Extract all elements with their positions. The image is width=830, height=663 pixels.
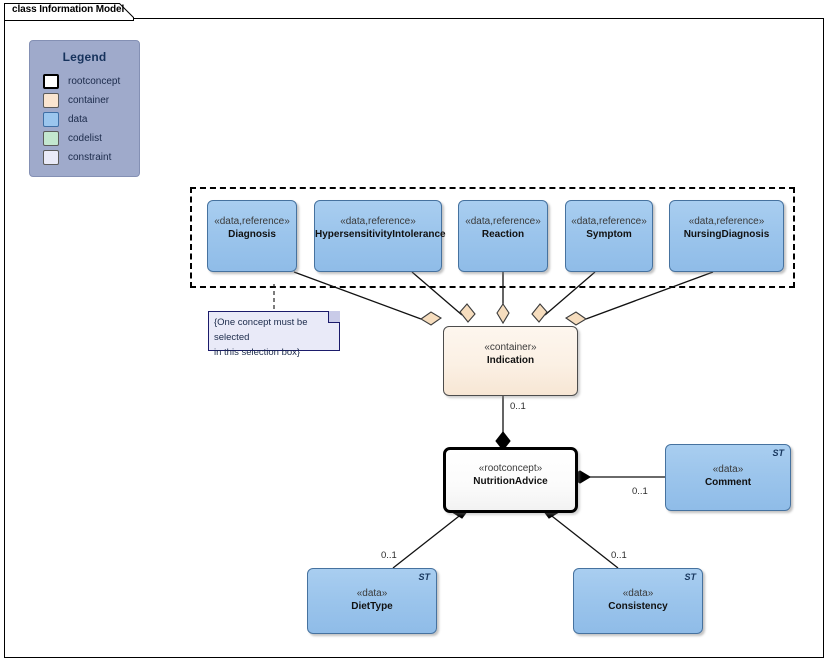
legend-label-data: data (68, 114, 88, 125)
class-box-reaction[interactable]: «data,reference» Reaction (458, 200, 548, 272)
diettype-name: DietType (351, 601, 393, 612)
multiplicity-nutritionadvice-comment: 0..1 (632, 486, 648, 497)
constraint-note: {One concept must be selected in this se… (208, 311, 340, 358)
comment-name: Comment (704, 477, 752, 488)
hypersensitivityintolerance-name: HypersensitivityIntolerance (315, 229, 446, 240)
legend-item-constraint: constraint (43, 148, 139, 167)
class-box-nutritionadvice[interactable]: «rootconcept» NutritionAdvice (443, 447, 578, 513)
legend-item-container: container (43, 91, 139, 110)
legend-items: rootconcept container data codelist cons… (30, 72, 139, 167)
class-box-comment[interactable]: ST «data» Comment (665, 444, 791, 511)
diagnosis-name: Diagnosis (228, 229, 276, 240)
multiplicity-nutritionadvice-diettype: 0..1 (381, 550, 397, 561)
diagnosis-stereotype: «data,reference» (214, 216, 290, 227)
diettype-stereotype: «data» (356, 588, 388, 599)
legend-label-rootconcept: rootconcept (68, 76, 121, 87)
symptom-name: Symptom (586, 229, 632, 240)
class-box-hypersensitivityintolerance[interactable]: «data,reference» HypersensitivityIntoler… (314, 200, 446, 272)
legend-label-constraint: constraint (68, 152, 112, 163)
data-swatch-icon (43, 112, 59, 127)
selection-box-group (190, 187, 795, 288)
symptom-stereotype: «data,reference» (571, 216, 647, 227)
constraint-swatch-icon (43, 150, 59, 165)
indication-stereotype: «container» (484, 342, 537, 353)
legend-panel: Legend rootconcept container data codeli… (29, 40, 140, 177)
class-box-diagnosis[interactable]: «data,reference» Diagnosis (207, 200, 297, 272)
class-box-diettype[interactable]: ST «data» DietType (307, 568, 437, 634)
legend-title: Legend (62, 50, 107, 64)
note-text-line1: {One concept must be selected (214, 317, 308, 343)
consistency-type-marker: ST (684, 572, 696, 582)
multiplicity-indication-nutritionadvice: 0..1 (510, 401, 526, 412)
note-text: {One concept must be selected in this se… (214, 315, 336, 360)
legend-label-codelist: codelist (68, 133, 102, 144)
diagram-title-tab: class Information Model (4, 3, 134, 21)
rootconcept-swatch-icon (43, 74, 59, 89)
legend-item-codelist: codelist (43, 129, 139, 148)
indication-name: Indication (486, 355, 535, 366)
codelist-swatch-icon (43, 131, 59, 146)
legend-item-data: data (43, 110, 139, 129)
diagram-title: class Information Model (12, 4, 125, 15)
class-box-symptom[interactable]: «data,reference» Symptom (565, 200, 653, 272)
class-box-nursingdiagnosis[interactable]: «data,reference» NursingDiagnosis (669, 200, 784, 272)
diettype-type-marker: ST (418, 572, 430, 582)
class-box-indication[interactable]: «container» Indication (443, 326, 578, 396)
nursingdiagnosis-name: NursingDiagnosis (683, 229, 770, 240)
reaction-name: Reaction (481, 229, 525, 240)
reaction-stereotype: «data,reference» (465, 216, 541, 227)
multiplicity-nutritionadvice-consistency: 0..1 (611, 550, 627, 561)
legend-item-rootconcept: rootconcept (43, 72, 139, 91)
consistency-stereotype: «data» (622, 588, 654, 599)
comment-stereotype: «data» (712, 464, 744, 475)
legend-label-container: container (68, 95, 110, 106)
class-box-consistency[interactable]: ST «data» Consistency (573, 568, 703, 634)
title-tab-shape (4, 3, 134, 21)
note-text-line2: in this selection box} (214, 347, 301, 358)
diagram-frame (4, 18, 824, 658)
nutritionadvice-name: NutritionAdvice (473, 476, 548, 487)
consistency-name: Consistency (608, 601, 668, 612)
container-swatch-icon (43, 93, 59, 108)
nursingdiagnosis-stereotype: «data,reference» (688, 216, 765, 227)
comment-type-marker: ST (772, 448, 784, 458)
nutritionadvice-stereotype: «rootconcept» (478, 463, 543, 474)
hypersensitivityintolerance-stereotype: «data,reference» (340, 216, 416, 227)
